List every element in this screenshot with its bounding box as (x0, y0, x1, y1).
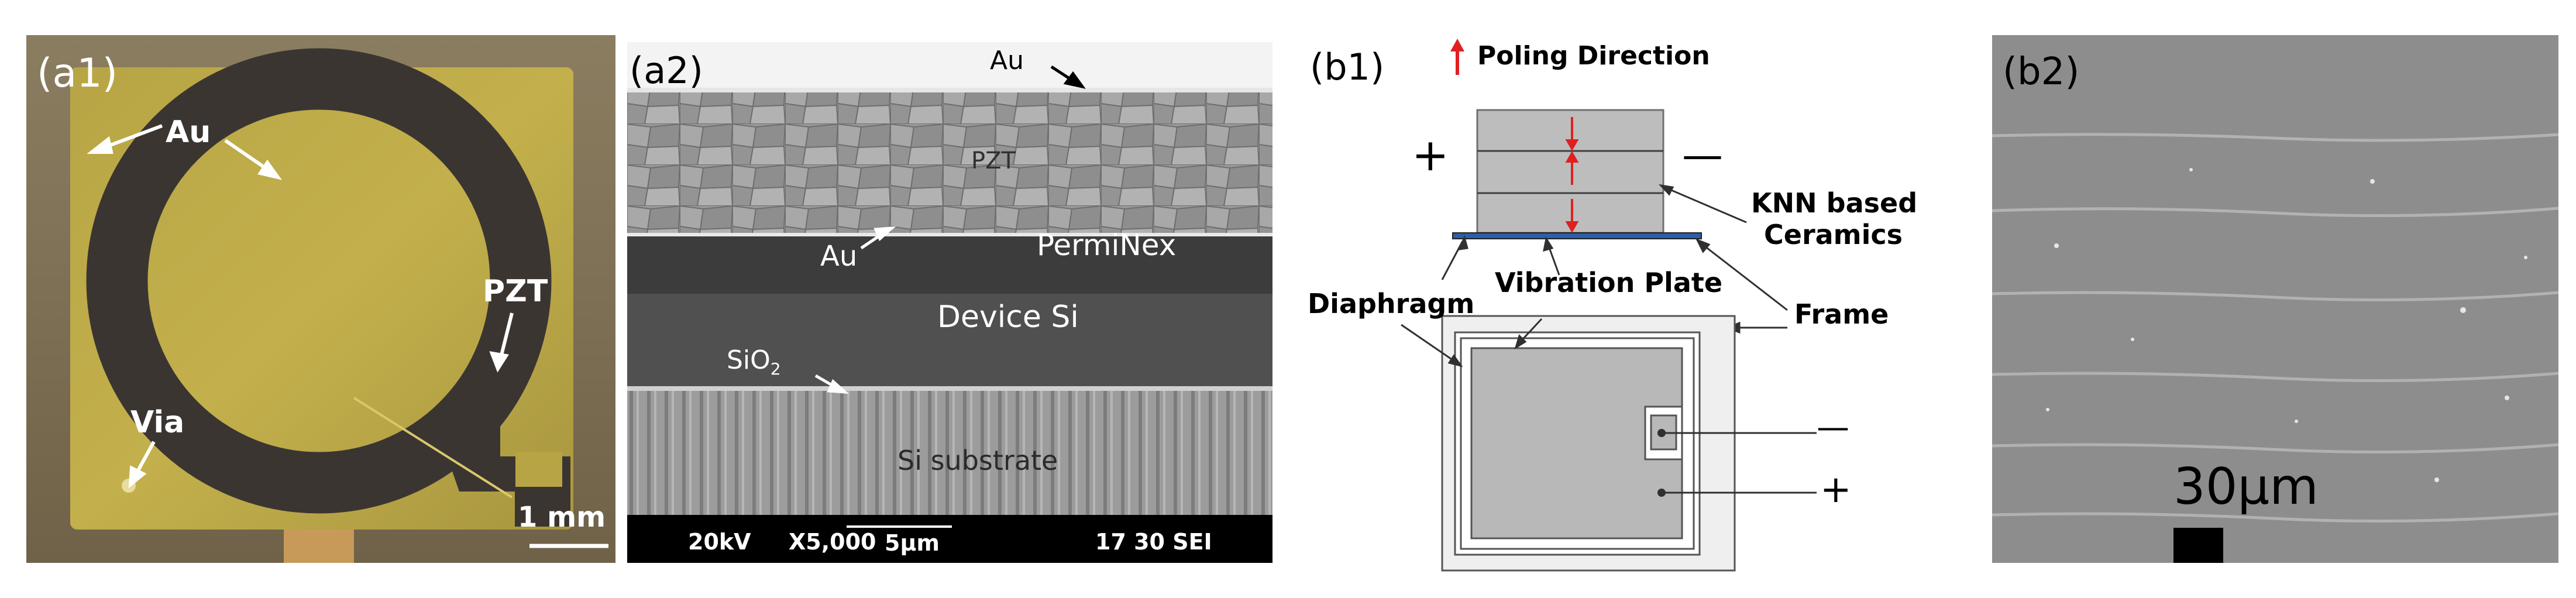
device-si-label: Device Si (937, 300, 1079, 335)
scale-label-b2: 30μm (2173, 458, 2319, 516)
plus-top-label: + (1412, 129, 1449, 181)
pzt-ring (86, 48, 552, 514)
panel-label-b2: (b2) (2003, 50, 2080, 94)
panel-a2: (a2) Au PZT Au PermiNex Device Si SiO2 S… (627, 42, 1272, 563)
diaphragm-label: Diaphragm (1308, 288, 1475, 319)
vibration-plate-label: Vibration Plate (1495, 267, 1723, 298)
device-si-layer (627, 294, 1272, 387)
sem-magnification: X5,000 (789, 529, 876, 555)
panel-label-a2: (a2) (630, 49, 703, 92)
plus-bottom-label: + (1820, 468, 1852, 511)
sio2-label: SiO2 (727, 345, 781, 379)
panel-b1: (b1) Poling Direction + — KNN based Cera… (1302, 23, 1975, 573)
sem-surface-image (1992, 35, 2558, 563)
poling-direction-label: Poling Direction (1477, 41, 1710, 71)
sio2-subscript: 2 (770, 359, 781, 379)
sem-info: 17 30 SEI (1095, 529, 1212, 555)
minus-bottom-label: — (1817, 408, 1849, 446)
sem-voltage: 20kV (688, 529, 751, 555)
panel-a1: (a1) Au PZT Via 1 mm (26, 35, 615, 563)
knn-label-line1: KNN based (1751, 187, 1918, 219)
au-mid-label: Au (820, 240, 858, 273)
via-label: Via (130, 405, 185, 440)
sem-scale: 5μm (885, 530, 940, 556)
au-top-label: Au (990, 46, 1024, 75)
au-label: Au (166, 115, 211, 150)
panel-label-a1: (a1) (37, 50, 118, 97)
sem-cross-section (627, 42, 1272, 563)
pzt-sem-label: PZT (971, 147, 1016, 174)
frame-label: Frame (1794, 298, 1889, 330)
si-substrate-label: Si substrate (897, 445, 1058, 476)
perminex-layer (627, 236, 1272, 294)
knn-label-line2: Ceramics (1764, 219, 1903, 250)
minus-top-label: — (1682, 131, 1723, 179)
sio2-text: SiO (727, 345, 771, 375)
scale-bar-b2 (2173, 528, 2223, 563)
ceramic-stack (1476, 109, 1664, 234)
panel-b2: (b2) 30μm (1992, 35, 2558, 563)
scale-label-a1: 1 mm (518, 501, 606, 534)
sem-info-bar (627, 515, 1272, 563)
vibration-plate (1452, 232, 1702, 239)
device-photo (26, 35, 615, 563)
panel-label-b1: (b1) (1310, 46, 1385, 88)
schematic-diagram (1401, 39, 1817, 572)
pzt-label: PZT (483, 274, 548, 309)
perminex-label: PermiNex (1037, 228, 1177, 262)
pzt-layer (627, 92, 1272, 236)
